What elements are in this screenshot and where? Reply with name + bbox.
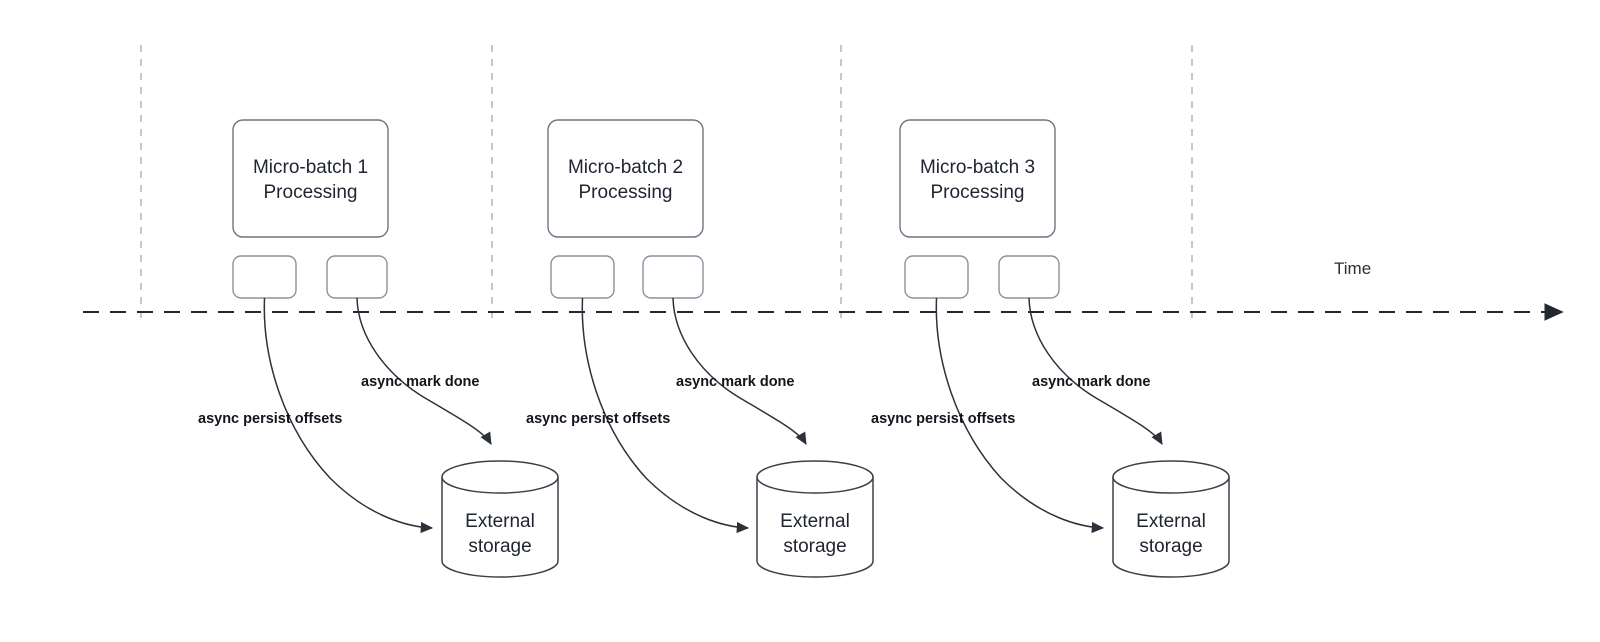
external-storage-3-body[interactable] [1112,477,1230,578]
external-storage-3-top[interactable] [1112,460,1230,494]
external-storage-2-body[interactable] [756,477,874,578]
edge-mark-2-label: async mark done [676,374,794,390]
micro-batch-3-box[interactable]: Micro-batch 3 Processing [899,119,1056,238]
time-axis-label: Time [1334,259,1371,278]
micro-batch-2-mini-box-b[interactable] [642,255,704,299]
time-axis: Time [83,259,1564,321]
micro-batch-2-box-shape[interactable] [547,119,704,238]
external-storage-1[interactable]: External storage [441,460,559,578]
micro-batch-2-label-line1: Micro-batch 2 [568,157,683,178]
micro-batch-2-mini-box-a[interactable] [550,255,615,299]
edge-mark-3-curve [1028,297,1163,445]
external-storage-1-body[interactable] [441,477,559,578]
micro-batch-3-mini-box-a-shape[interactable] [904,255,969,299]
edge-mark-2-curve [672,297,807,445]
micro-batch-3-mini-box-b[interactable] [998,255,1060,299]
micro-batch-2-mini-box-a-shape[interactable] [550,255,615,299]
edge-persist-2-curve [581,297,750,534]
edge-persist-1-label: async persist offsets [198,411,342,427]
micro-batch-1-mini-box-a[interactable] [232,255,297,299]
external-storage-3[interactable]: External storage [1112,460,1230,578]
group-3: Micro-batch 3 Processing async persist o… [871,119,1230,578]
edge-persist-2-label: async persist offsets [526,411,670,427]
micro-batch-3-mini-box-b-shape[interactable] [998,255,1060,299]
micro-batch-1-label-line2: Processing [264,182,358,203]
edge-mark-3-label: async mark done [1032,374,1150,390]
edge-persist-3-curve [935,297,1105,534]
external-storage-1-label-line1: External [465,511,535,532]
external-storage-1-top[interactable] [441,460,559,494]
micro-batch-1-mini-box-b-shape[interactable] [326,255,388,299]
edge-mark-1-curve [356,297,492,445]
boundary-tick-lines [140,45,1193,318]
edge-mark-1-label: async mark done [361,374,479,390]
micro-batch-1-label-line1: Micro-batch 1 [253,157,368,178]
group-1: Micro-batch 1 Processing async persist o… [198,119,559,578]
external-storage-1-label-line2: storage [468,536,531,557]
edge-persist-3-label: async persist offsets [871,411,1015,427]
micro-batch-1-mini-box-b[interactable] [326,255,388,299]
micro-batch-3-box-shape[interactable] [899,119,1056,238]
external-storage-2-label-line2: storage [783,536,846,557]
micro-batch-1-box[interactable]: Micro-batch 1 Processing [232,119,389,238]
external-storage-2-top[interactable] [756,460,874,494]
group-2: Micro-batch 2 Processing async persist o… [526,119,874,578]
external-storage-3-label-line2: storage [1139,536,1202,557]
external-storage-3-label-line1: External [1136,511,1206,532]
edge-persist-1-curve [263,297,434,534]
micro-batch-2-box[interactable]: Micro-batch 2 Processing [547,119,704,238]
micro-batch-3-label-line2: Processing [931,182,1025,203]
external-storage-2[interactable]: External storage [756,460,874,578]
micro-batch-3-label-line1: Micro-batch 3 [920,157,1035,178]
micro-batch-2-mini-box-b-shape[interactable] [642,255,704,299]
micro-batch-3-mini-box-a[interactable] [904,255,969,299]
micro-batch-2-label-line2: Processing [579,182,673,203]
external-storage-2-label-line1: External [780,511,850,532]
micro-batch-1-mini-box-a-shape[interactable] [232,255,297,299]
micro-batch-1-box-shape[interactable] [232,119,389,238]
